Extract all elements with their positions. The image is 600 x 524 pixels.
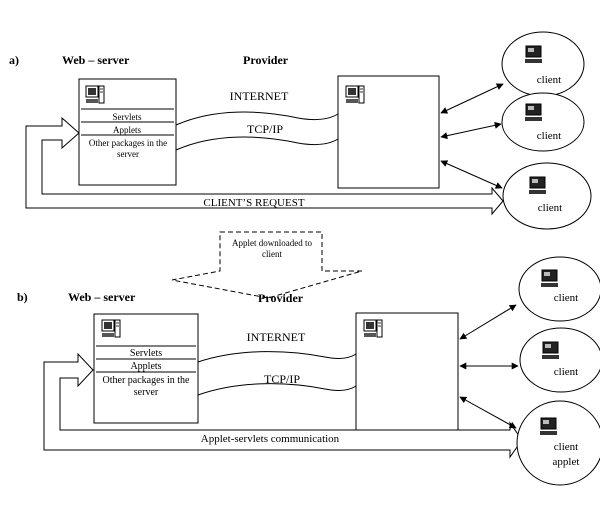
applets-label: Applets bbox=[130, 361, 161, 372]
client-node bbox=[518, 256, 600, 322]
server-label: server bbox=[117, 149, 139, 159]
provider-title: Provider bbox=[258, 291, 304, 305]
computer-icon bbox=[539, 417, 558, 436]
computer-icon bbox=[85, 85, 105, 104]
internet-line bbox=[175, 111, 339, 126]
tcpip-label: TCP/IP bbox=[264, 372, 300, 386]
client-label: client bbox=[537, 130, 561, 142]
download-label-line2: client bbox=[262, 249, 282, 259]
tcpip-label: TCP/IP bbox=[247, 122, 283, 136]
download-label-line1: Applet downloaded to bbox=[232, 238, 312, 248]
other-packages-label: Other packages in the bbox=[89, 138, 167, 148]
connection-arrow bbox=[440, 160, 503, 189]
client-node bbox=[501, 31, 585, 97]
servlets-label: Servlets bbox=[113, 112, 142, 122]
provider-box bbox=[355, 312, 459, 431]
client-label: client bbox=[554, 292, 578, 304]
internet-label: INTERNET bbox=[230, 89, 289, 103]
computer-icon bbox=[528, 176, 547, 195]
applet-label: applet bbox=[553, 456, 580, 468]
part-b-label: b) bbox=[17, 290, 28, 304]
computer-icon bbox=[524, 103, 543, 122]
client-request-arrow bbox=[25, 116, 504, 216]
computer-icon bbox=[101, 319, 121, 338]
client-node bbox=[502, 162, 592, 230]
web-server-box bbox=[93, 313, 199, 424]
web-server-title: Web – server bbox=[68, 290, 136, 304]
client-label: client bbox=[554, 366, 578, 378]
computer-icon bbox=[363, 319, 383, 338]
connection-arrow bbox=[440, 121, 502, 140]
connection-arrow bbox=[440, 83, 504, 114]
applet-download-arrow: Applet downloaded to client bbox=[171, 231, 363, 299]
client-label: client bbox=[537, 74, 561, 86]
client-label: client bbox=[554, 441, 578, 453]
communication-arrow bbox=[43, 352, 523, 459]
part-a: a) Web – server Provider CLIENT’S REQUES… bbox=[9, 31, 592, 230]
tcpip-line bbox=[175, 136, 339, 151]
connection-arrow bbox=[459, 396, 517, 429]
client-label: client bbox=[538, 202, 562, 214]
part-b: b) Web – server Provider Applet-servlets… bbox=[17, 256, 600, 486]
connection-arrow bbox=[459, 304, 517, 340]
applets-label: Applets bbox=[113, 125, 141, 135]
computer-icon bbox=[345, 85, 365, 104]
internet-label: INTERNET bbox=[247, 330, 306, 344]
other-packages-label: Other packages in the bbox=[103, 375, 190, 386]
computer-icon bbox=[540, 269, 559, 288]
client-node bbox=[519, 327, 600, 393]
servlets-label: Servlets bbox=[130, 348, 162, 359]
internet-line bbox=[197, 351, 357, 363]
client-node bbox=[501, 92, 585, 152]
provider-box bbox=[337, 75, 440, 189]
server-label: server bbox=[134, 387, 159, 398]
provider-title: Provider bbox=[243, 53, 289, 67]
part-a-label: a) bbox=[9, 53, 19, 67]
communication-label: Applet-servlets communication bbox=[201, 433, 340, 445]
computer-icon bbox=[524, 45, 543, 64]
client-applet-node bbox=[516, 400, 600, 486]
computer-icon bbox=[541, 341, 560, 360]
client-request-label: CLIENT’S REQUEST bbox=[203, 197, 304, 209]
web-server-title: Web – server bbox=[62, 53, 130, 67]
tcpip-line bbox=[197, 383, 357, 396]
